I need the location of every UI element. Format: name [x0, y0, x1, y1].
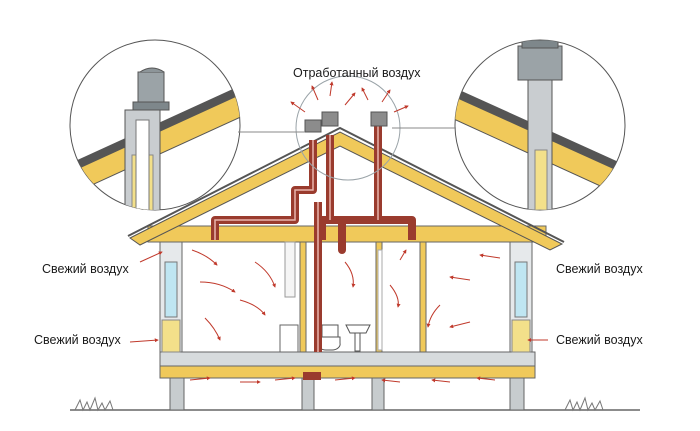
foundation [169, 377, 525, 411]
fresh-air-label-bottom-right: Свежий воздух [556, 333, 643, 347]
roof-caps [304, 111, 388, 133]
airflow-arrows [189, 249, 501, 384]
sink [345, 324, 371, 352]
fresh-air-label-bottom-left: Свежий воздух [34, 333, 121, 347]
left-wall [159, 239, 183, 353]
exhaust-arrows [290, 81, 409, 113]
vertical-pipe [377, 249, 383, 351]
fresh-air-label-top-left: Свежий воздух [42, 262, 129, 276]
hanging-duct [284, 241, 296, 298]
detail-right [454, 39, 626, 211]
floor-slab [159, 351, 536, 379]
label-arrows [129, 251, 548, 343]
fresh-air-label-top-right: Свежий воздух [556, 262, 643, 276]
right-wall [509, 239, 533, 353]
cabinet [279, 324, 299, 353]
detail-left [69, 39, 241, 211]
ground [70, 396, 640, 412]
toilet [317, 324, 341, 351]
ceiling-beam [147, 225, 547, 243]
exhaust-air-label: Отработанный воздух [293, 66, 421, 80]
roof [127, 126, 565, 251]
floor-duct-inlet [303, 372, 321, 380]
